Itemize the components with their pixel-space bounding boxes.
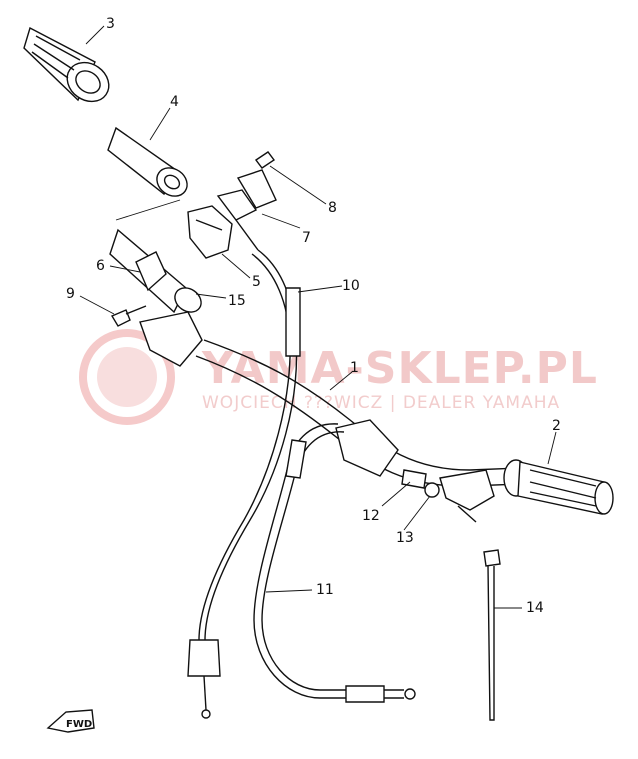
part-number-4: 4 xyxy=(170,94,179,110)
part-number-1: 1 xyxy=(350,360,359,376)
lever-assembly xyxy=(216,151,277,251)
part-number-5: 5 xyxy=(252,274,261,290)
part-number-13: 13 xyxy=(396,530,414,546)
part-number-8: 8 xyxy=(328,200,337,216)
throttle-housing xyxy=(187,205,233,259)
cable-adjusters xyxy=(401,469,495,523)
part-number-12: 12 xyxy=(362,508,380,524)
clutch-cable xyxy=(253,423,416,703)
part-number-2: 2 xyxy=(552,418,561,434)
part-number-7: 7 xyxy=(302,230,311,246)
bolt xyxy=(110,305,147,327)
watermark-title: YAMA-SKLEP.PL xyxy=(201,343,598,394)
part-number-14: 14 xyxy=(526,600,544,616)
watermark-logo-inner xyxy=(97,347,157,407)
throttle-cable xyxy=(187,249,301,719)
left-switch xyxy=(109,228,203,367)
part-numbers: 3 4 8 7 6 5 10 9 15 1 2 12 13 11 14 xyxy=(66,16,561,616)
grip-right xyxy=(503,459,614,515)
part-number-9: 9 xyxy=(66,286,75,302)
part-number-3: 3 xyxy=(106,16,115,32)
watermark: YAMA-SKLEP.PL WOJCIECH ???WICZ | DEALER … xyxy=(79,329,598,425)
watermark-subtitle: WOJCIECH ???WICZ | DEALER YAMAHA xyxy=(202,393,560,413)
part-number-15: 15 xyxy=(228,293,246,309)
watermark-logo-icon xyxy=(79,329,175,425)
part-number-11: 11 xyxy=(316,582,334,598)
part-number-6: 6 xyxy=(96,258,105,274)
fwd-arrow: FWD xyxy=(46,709,95,733)
handlebar xyxy=(195,339,521,487)
fwd-label: FWD xyxy=(66,719,92,730)
leader-lines xyxy=(79,25,557,609)
part-number-10: 10 xyxy=(342,278,360,294)
throttle-grip xyxy=(107,126,188,197)
cable-tie xyxy=(483,549,501,721)
grip-left xyxy=(23,26,110,103)
